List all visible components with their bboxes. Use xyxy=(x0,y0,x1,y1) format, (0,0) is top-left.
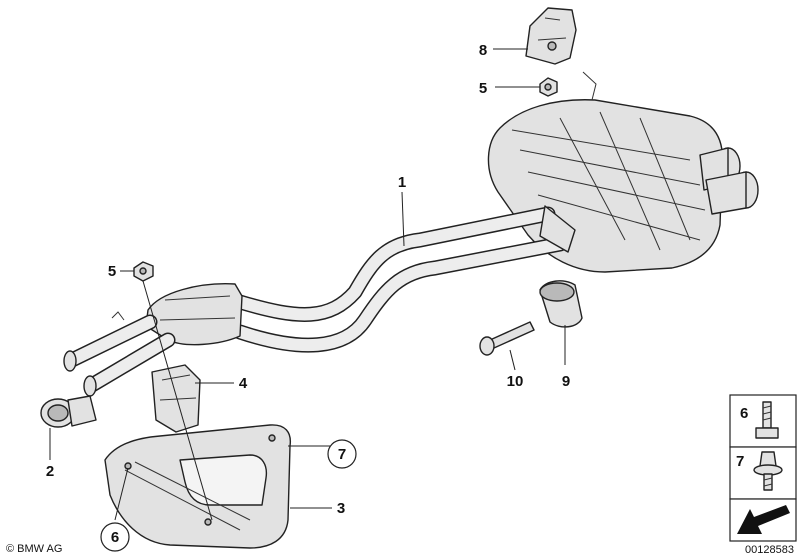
arrow-icon xyxy=(737,505,790,534)
callout-3: 3 xyxy=(337,500,345,517)
svg-text:7: 7 xyxy=(338,446,346,463)
heat-shield-bracket xyxy=(111,311,125,321)
leader-lines xyxy=(49,48,566,521)
callout-1: 1 xyxy=(398,174,406,191)
callout-4: 4 xyxy=(239,375,248,392)
pipe-clamp[interactable] xyxy=(40,395,97,428)
nut-top[interactable] xyxy=(539,77,558,97)
inlet-pipes[interactable] xyxy=(63,314,176,397)
copyright-text: © BMW AG xyxy=(6,543,62,555)
callout-5-top: 5 xyxy=(479,80,487,97)
exhaust-hanger[interactable] xyxy=(151,364,201,433)
tailpipes[interactable] xyxy=(699,147,759,215)
flange-bolt-icon xyxy=(753,451,783,491)
callout-10: 10 xyxy=(507,373,524,390)
callout-7-circled: 7 xyxy=(327,439,357,469)
rear-silencer[interactable] xyxy=(487,71,759,273)
front-muffler[interactable] xyxy=(145,283,243,346)
bolt-icon xyxy=(755,401,779,439)
legend-panel: 6 7 xyxy=(729,394,797,542)
heat-shield-plate[interactable] xyxy=(104,424,292,549)
mounting-bolt[interactable] xyxy=(479,321,535,356)
silencer-bracket[interactable] xyxy=(525,7,577,65)
callout-2: 2 xyxy=(46,463,54,480)
callout-8: 8 xyxy=(479,42,487,59)
center-pipe[interactable] xyxy=(232,205,576,353)
diagram-number: 00128583 xyxy=(745,544,794,556)
callout-9: 9 xyxy=(562,373,570,390)
legend-label-6: 6 xyxy=(740,405,748,422)
silencer-wire xyxy=(582,71,597,101)
callout-5-left: 5 xyxy=(108,263,116,280)
rubber-bush[interactable] xyxy=(539,280,583,328)
nut-left[interactable] xyxy=(133,261,154,282)
callout-6-circled: 6 xyxy=(100,522,130,552)
legend-label-7: 7 xyxy=(736,453,744,470)
svg-text:6: 6 xyxy=(111,529,119,546)
